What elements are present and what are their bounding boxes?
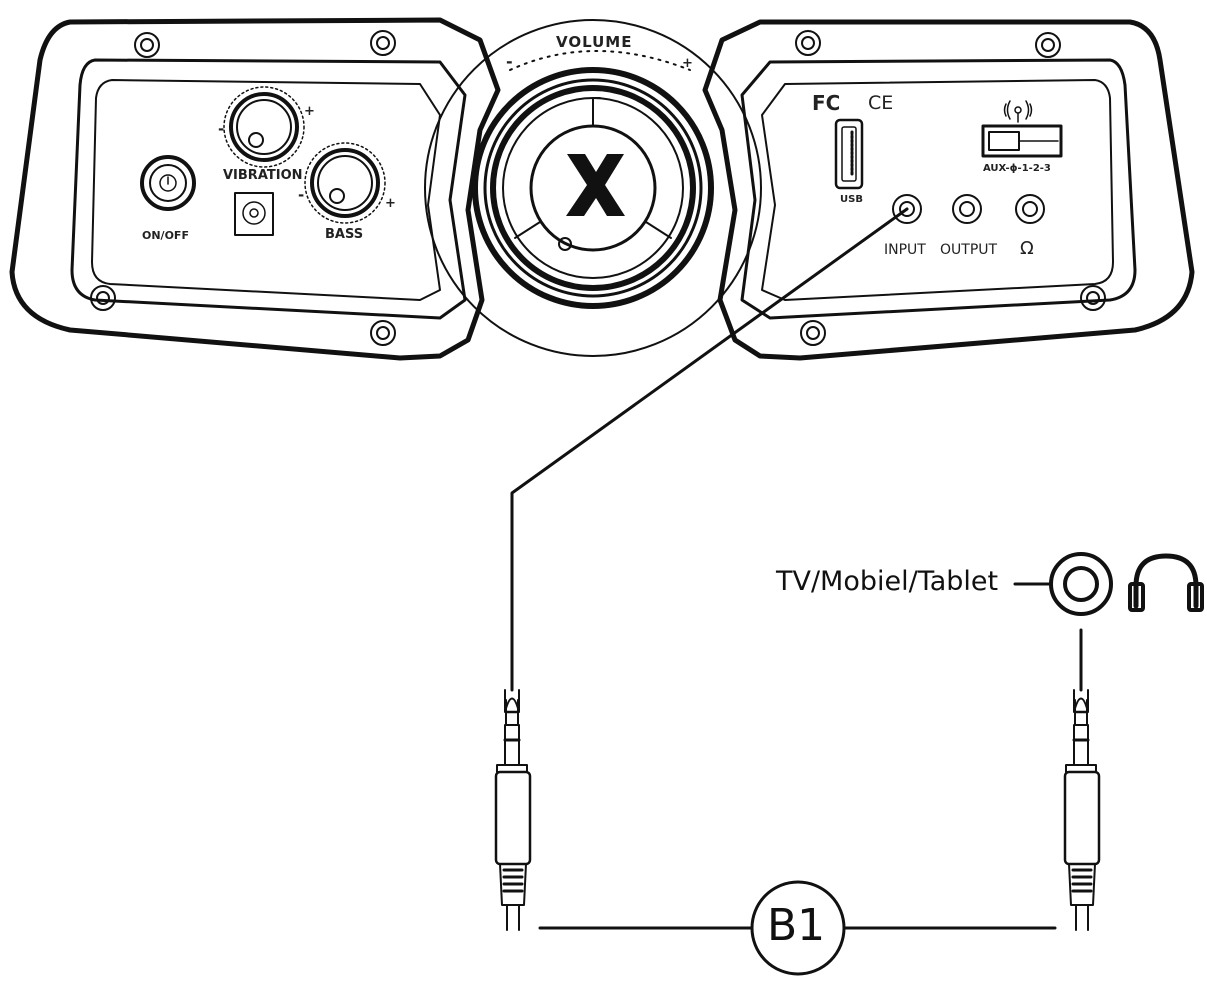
left-audio-plug bbox=[494, 689, 532, 931]
right-wing bbox=[702, 19, 1195, 361]
cable-id-label: B1 bbox=[767, 900, 826, 951]
output-jack bbox=[952, 194, 982, 224]
dc-jack bbox=[234, 192, 274, 236]
power-label: ON/OFF bbox=[142, 229, 189, 242]
mode-switch bbox=[981, 124, 1063, 158]
volume-minus-sign: - bbox=[506, 52, 513, 71]
usb-label: USB bbox=[840, 194, 863, 205]
input-label: INPUT bbox=[884, 242, 926, 258]
input-cable bbox=[510, 207, 909, 692]
headphone-jack bbox=[1015, 194, 1045, 224]
bass-plus-sign: + bbox=[385, 196, 396, 211]
vibration-knob bbox=[223, 86, 305, 168]
ce-mark: CE bbox=[868, 92, 894, 114]
bass-label: BASS bbox=[325, 227, 364, 242]
volume-dial bbox=[424, 19, 762, 357]
input-jack bbox=[892, 194, 922, 224]
source-jack-icon bbox=[1049, 552, 1113, 616]
power-button bbox=[140, 155, 196, 211]
volume-label: VOLUME bbox=[556, 33, 633, 51]
source-device-label: TV/Mobiel/Tablet bbox=[776, 566, 999, 597]
fcc-mark: FC bbox=[812, 91, 841, 115]
b1-circle bbox=[750, 880, 846, 976]
mode-switch-scale: AUX-ϕ-1-2-3 bbox=[983, 163, 1051, 174]
headphones-icon bbox=[1128, 553, 1204, 612]
left-wing bbox=[9, 17, 501, 361]
vibration-label: VIBRATION bbox=[223, 168, 303, 183]
headphone-jack-label: Ω bbox=[1020, 238, 1034, 259]
vibration-plus-sign: + bbox=[304, 104, 315, 119]
output-label: OUTPUT bbox=[940, 242, 998, 258]
brand-logo-icon bbox=[566, 154, 625, 216]
volume-plus-sign: + bbox=[682, 56, 693, 71]
bass-knob bbox=[304, 142, 386, 224]
vibration-minus-sign: - bbox=[218, 120, 225, 138]
right-audio-plug bbox=[1063, 628, 1101, 931]
bass-minus-sign: - bbox=[298, 186, 305, 204]
usb-port bbox=[834, 118, 864, 190]
wireless-icon bbox=[1003, 100, 1033, 123]
